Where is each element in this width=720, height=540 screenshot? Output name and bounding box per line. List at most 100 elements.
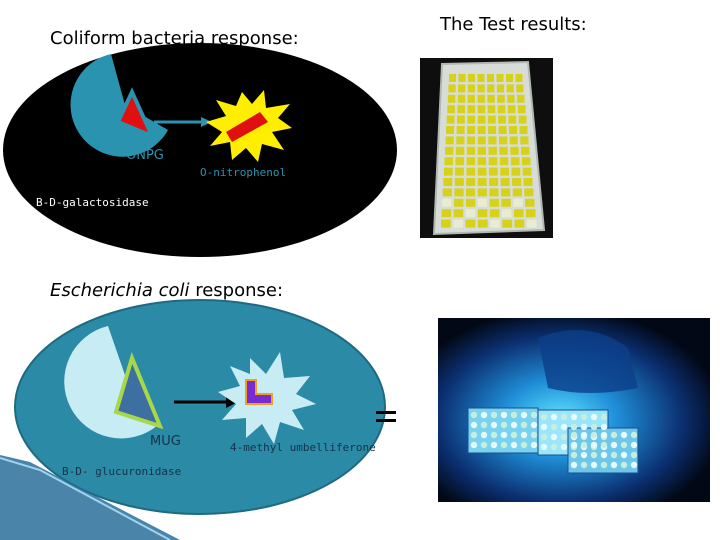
uv-well: [490, 411, 498, 419]
tray-well: [477, 167, 487, 176]
uv-well: [570, 461, 578, 469]
uv-well: [540, 423, 548, 431]
tray-well: [465, 209, 476, 218]
tray-well: [487, 94, 495, 103]
uv-well: [500, 421, 508, 429]
uv-well: [530, 421, 538, 429]
uv-well: [590, 461, 598, 469]
tray-well: [467, 84, 475, 93]
uv-well: [470, 421, 478, 429]
uv-well: [490, 431, 498, 439]
tray-well: [445, 136, 454, 145]
uv-well: [540, 413, 548, 421]
uv-well: [510, 411, 518, 419]
tray-well: [507, 105, 516, 114]
tray-well: [441, 219, 451, 228]
uv-well: [600, 451, 608, 459]
uv-well: [600, 413, 608, 421]
tray-well: [498, 126, 507, 134]
tray-well: [514, 219, 525, 228]
tray-well: [477, 157, 487, 166]
ecoli-title-rest: response:: [189, 280, 284, 301]
uv-well: [530, 441, 538, 449]
uv-well: [500, 441, 508, 449]
tray-well: [517, 94, 525, 103]
tray-well: [487, 115, 496, 124]
tray-well: [466, 136, 476, 145]
onpg-substrate-shape: [115, 87, 156, 140]
tray-well: [477, 209, 488, 218]
tray-well: [488, 126, 497, 134]
tray-well: [517, 105, 526, 114]
uv-well: [630, 441, 638, 449]
tray-well: [523, 178, 533, 186]
tray-well: [497, 94, 505, 103]
uv-well: [600, 431, 608, 439]
tray-well: [442, 198, 452, 207]
uv-well: [580, 423, 588, 431]
uv-well: [500, 411, 508, 419]
uv-well: [560, 413, 568, 421]
tray-well: [499, 136, 508, 145]
tray-well: [487, 84, 495, 93]
tray-well: [501, 188, 511, 197]
coliform-equals-bottom: [352, 152, 372, 155]
uv-well: [570, 431, 578, 439]
uv-well: [630, 451, 638, 459]
tray-well: [443, 178, 453, 186]
tray-well: [506, 84, 514, 93]
tray-well: [526, 219, 537, 228]
tray-well: [520, 136, 529, 145]
uv-well: [560, 423, 568, 431]
tray-well: [477, 198, 488, 207]
tray-well: [513, 198, 523, 207]
tray-well: [457, 115, 465, 124]
tray-well: [454, 188, 464, 197]
tray-well: [453, 209, 464, 218]
tray-well: [446, 126, 455, 134]
tray-well: [490, 219, 500, 228]
mug-label: MUG: [150, 434, 181, 449]
test-results-title: The Test results:: [440, 14, 587, 35]
tray-well: [525, 198, 535, 207]
uv-well: [510, 421, 518, 429]
tray-well: [477, 188, 487, 197]
tray-well: [454, 178, 464, 186]
o-nitrophenol-product-shape: [226, 112, 268, 142]
uv-well: [550, 413, 558, 421]
uv-well: [480, 421, 488, 429]
tray-well: [477, 126, 486, 134]
tray-well: [510, 146, 519, 155]
tray-well: [466, 157, 476, 166]
tray-well: [468, 74, 475, 82]
tray-well: [442, 188, 452, 197]
tray-well: [489, 198, 499, 207]
coliform-title: Coliform bacteria response:: [50, 28, 299, 49]
umbelliferone-product-shape: [245, 379, 273, 405]
tray-well: [516, 84, 524, 93]
uv-well: [510, 431, 518, 439]
tray-well: [455, 146, 465, 155]
tray-well: [502, 219, 513, 228]
uv-well: [550, 443, 558, 451]
tray-well: [512, 188, 522, 197]
tray-well: [466, 178, 476, 186]
tray-well: [477, 219, 488, 228]
tray-well: [487, 105, 496, 114]
tray-well: [477, 146, 486, 155]
tray-well: [458, 74, 466, 82]
tray-well: [465, 219, 476, 228]
tray-well: [496, 74, 504, 82]
tray-well: [509, 126, 517, 134]
tray-well: [521, 146, 530, 155]
tray-well: [508, 115, 517, 124]
coliform-equals-top: [352, 144, 372, 147]
tray-well: [501, 198, 511, 207]
uv-well: [570, 441, 578, 449]
tray-well: [511, 167, 521, 176]
tray-well: [488, 146, 497, 155]
tray-well: [441, 209, 452, 218]
tray-well: [512, 178, 522, 186]
uv-well: [550, 423, 558, 431]
